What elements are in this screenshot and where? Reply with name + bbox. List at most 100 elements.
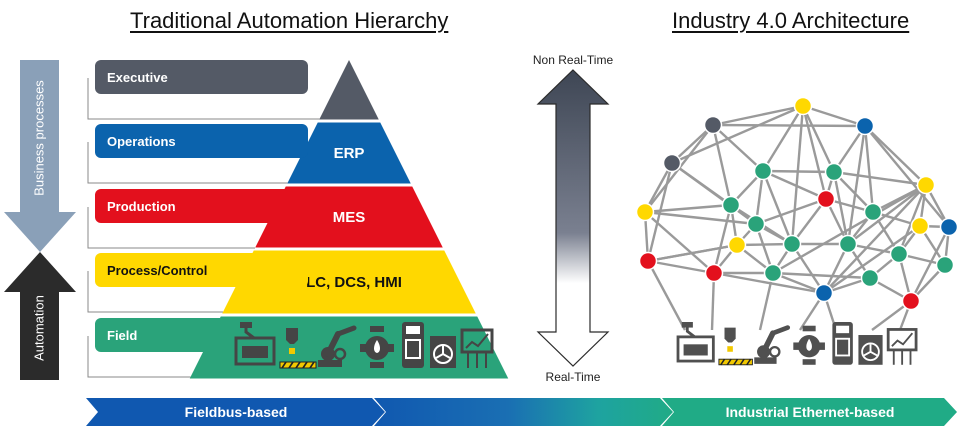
network-node <box>889 244 909 264</box>
network-node <box>916 175 936 195</box>
pyramid-layer-0 <box>319 60 379 120</box>
level-tab-4 <box>95 318 308 352</box>
network-node <box>863 202 883 222</box>
network-node <box>635 202 655 222</box>
level-tab-label-2: Production <box>107 199 176 214</box>
network-node <box>704 263 724 283</box>
business-processes-arrow: Business processes <box>4 60 76 252</box>
network-edge <box>643 162 674 213</box>
ethernet-label: Industrial Ethernet-based <box>726 404 895 420</box>
pyramid-layer-label-2: MES <box>333 209 366 226</box>
level-tab-2 <box>95 189 308 223</box>
laser-cutter-icon <box>718 327 753 366</box>
drive-cabinet-icon <box>858 335 883 365</box>
network-node <box>727 235 747 255</box>
network-edge <box>864 125 950 228</box>
pyramid-layer-label-3: PLC, DCS, HMI <box>296 274 402 291</box>
tab-outline-0 <box>87 78 320 120</box>
realtime-double-arrow: Non Real-Time Real-Time <box>533 53 614 384</box>
level-tab-3 <box>95 253 308 287</box>
network-node <box>782 234 802 254</box>
network-edge <box>713 271 825 295</box>
bottom-arrow-bar: Fieldbus-based Industrial Ethernet-based <box>86 398 957 426</box>
network-edge <box>761 105 805 172</box>
network-drop-edge <box>758 272 775 331</box>
network-node <box>638 251 658 271</box>
welding-station-icon <box>676 322 715 363</box>
network-edge <box>823 184 927 294</box>
network-edge <box>772 183 927 275</box>
level-tab-label-4: Field <box>107 328 137 343</box>
network-edge <box>712 124 764 172</box>
automation-label: Automation <box>31 295 46 361</box>
network-node <box>838 234 858 254</box>
network-node <box>824 162 844 182</box>
welding-station-icon <box>234 322 276 366</box>
network-edge <box>762 169 827 201</box>
network-edge <box>833 170 927 187</box>
network-edge <box>832 171 850 245</box>
tab-outline-2 <box>87 207 255 249</box>
network-edge <box>791 198 827 245</box>
valve-icon <box>793 325 825 365</box>
network-edge <box>801 105 836 173</box>
network-node <box>793 96 813 116</box>
network-edge <box>823 225 921 294</box>
network-edge <box>712 123 866 128</box>
network-edge <box>846 125 867 245</box>
network-node <box>816 189 836 209</box>
automation-arrow: Automation <box>4 252 76 380</box>
network-edge <box>711 124 733 206</box>
network-edge <box>802 104 866 128</box>
network-edge <box>833 171 874 213</box>
tab-outline-4 <box>87 336 191 378</box>
level-tab-label-1: Operations <box>107 134 176 149</box>
network-edge <box>772 271 871 280</box>
network-node <box>746 214 766 234</box>
left-title: Traditional Automation Hierarchy <box>130 8 449 33</box>
pyramid-layer-label-1: ERP <box>334 145 365 162</box>
network-edge <box>644 203 732 214</box>
network-edge <box>712 104 804 127</box>
level-tab-label-0: Executive <box>107 70 168 85</box>
laser-cutter-icon <box>279 328 317 369</box>
network-edge <box>755 197 827 226</box>
network-edge <box>909 226 951 302</box>
valve-icon <box>360 326 394 368</box>
network-edge <box>790 243 826 294</box>
business-processes-label: Business processes <box>31 80 46 196</box>
network-node <box>901 291 921 311</box>
network-edge <box>712 204 733 274</box>
network-node <box>935 255 955 275</box>
network-node <box>939 217 959 237</box>
network-nodes <box>635 96 959 311</box>
robot-arm-icon <box>318 325 357 367</box>
network-field-icons <box>676 322 918 366</box>
network-edge <box>761 170 794 245</box>
network-edge <box>644 211 715 274</box>
network-node <box>753 161 773 181</box>
pyramid-layer-1 <box>287 122 411 184</box>
fuel-pump-icon <box>832 322 853 365</box>
level-tab-1 <box>95 124 308 158</box>
level-tabs: ExecutiveOperationsProductionProcess/Con… <box>87 60 320 378</box>
non-realtime-label: Non Real-Time <box>533 53 614 67</box>
network-edge <box>671 104 804 165</box>
network-edge <box>762 169 835 174</box>
network-node <box>860 268 880 288</box>
tab-outline-1 <box>87 142 288 184</box>
network-edge <box>644 210 757 226</box>
level-tab-0 <box>95 60 308 94</box>
network-node <box>721 195 741 215</box>
right-title: Industry 4.0 Architecture <box>672 8 910 33</box>
drive-cabinet-icon <box>430 336 456 368</box>
network-drop-edge <box>646 260 687 331</box>
network-node <box>703 115 723 135</box>
fieldbus-label: Fieldbus-based <box>185 404 288 420</box>
network-edge <box>897 184 928 255</box>
network-edge <box>864 125 927 186</box>
robot-arm-icon <box>754 325 791 364</box>
network-edge <box>863 125 875 213</box>
